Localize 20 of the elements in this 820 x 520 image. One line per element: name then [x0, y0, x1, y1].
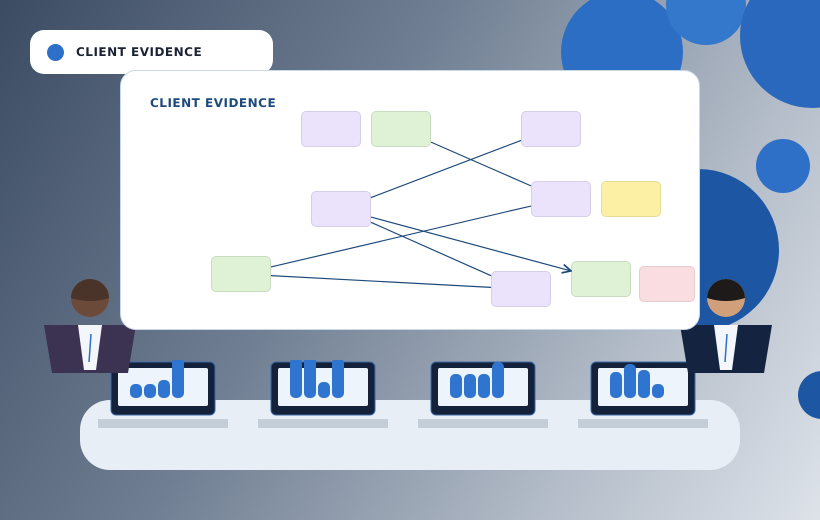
- connector-line: [270, 205, 532, 268]
- empty-box: [491, 271, 551, 307]
- empty-box: [311, 191, 371, 227]
- arrow: [370, 216, 572, 274]
- empty-box: [571, 261, 631, 297]
- empty-box: [301, 111, 361, 147]
- panel-title: CLIENT EVIDENCE: [150, 96, 276, 110]
- title-card: [30, 30, 273, 74]
- connector-line: [370, 222, 492, 276]
- empty-box: [371, 111, 431, 147]
- connector-line: [370, 140, 522, 198]
- connector-line: [270, 275, 492, 288]
- diagram-panel: [120, 70, 700, 330]
- connector-line: [430, 142, 532, 186]
- empty-box: [639, 266, 695, 302]
- title-text: CLIENT EVIDENCE: [76, 45, 202, 59]
- empty-box: [521, 111, 581, 147]
- empty-box: [211, 256, 271, 292]
- empty-box: [601, 181, 661, 217]
- empty-box: [531, 181, 591, 217]
